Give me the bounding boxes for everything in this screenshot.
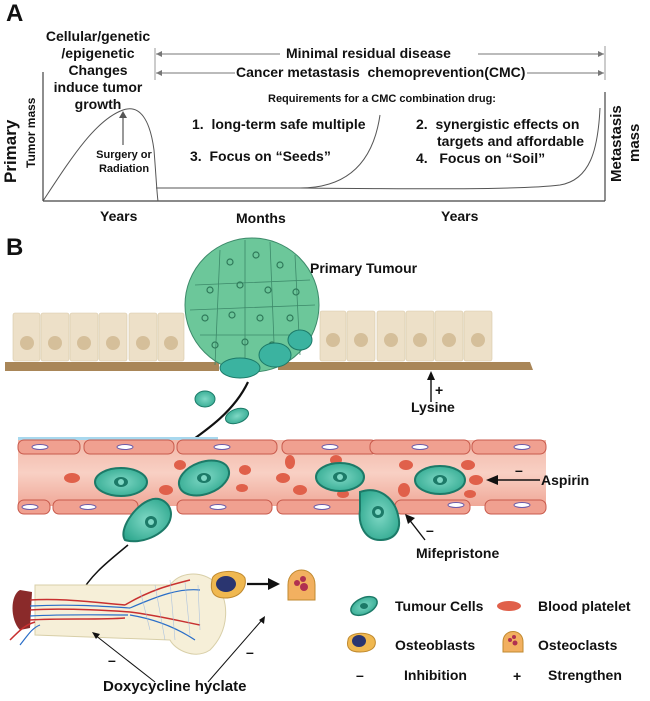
doxycycline-label: Doxycycline hyclate — [103, 678, 247, 695]
requirement-4: 4. Focus on “Soil” — [416, 150, 546, 166]
legend-strengthen: Strengthen — [548, 667, 622, 683]
legend-blood-platelet: Blood platelet — [538, 598, 631, 614]
x-label-years-2: Years — [441, 208, 479, 224]
primary-tumour-label: Primary Tumour — [310, 260, 418, 276]
surgery-arrow-icon — [119, 111, 127, 118]
arrow-left-icon — [156, 70, 162, 76]
doxycycline-sign-left: – — [108, 652, 116, 668]
osteoblast — [210, 571, 246, 599]
legend-osteoblasts: Osteoblasts — [395, 637, 476, 653]
primary-tumor-curve — [42, 108, 159, 202]
requirement-2: 2. synergistic effects on targets and af… — [416, 116, 585, 149]
x-label-years-1: Years — [100, 208, 138, 224]
arrow-left-icon — [156, 51, 162, 57]
basement-membrane-right — [278, 362, 533, 370]
minimal-residual-label: Minimal residual disease — [286, 45, 451, 61]
aspirin-sign: – — [515, 462, 523, 478]
mifepristone-sign: – — [426, 522, 434, 538]
osteoclast-icon — [502, 631, 524, 653]
panel-b-label: B — [6, 234, 24, 261]
left-annotation: Cellular/genetic /epigenetic Changes ind… — [38, 28, 158, 113]
mifepristone-label: Mifepristone — [416, 545, 500, 561]
surgery-label: Surgery or Radiation — [96, 149, 152, 175]
primary-tumour-mass — [184, 237, 320, 379]
legend-inhibition: Inhibition — [404, 667, 467, 683]
doxycycline-arrow-icon — [259, 616, 265, 624]
basement-membrane-left — [5, 362, 219, 371]
blood-platelet-icon — [497, 601, 521, 611]
tumour-cell — [194, 390, 216, 408]
annotation-line: growth — [74, 96, 122, 112]
requirement-3: 3. Focus on “Seeds” — [190, 148, 331, 164]
lysine-sign: + — [435, 382, 444, 398]
legend-osteoclasts: Osteoclasts — [538, 637, 618, 653]
metastasis-curve-2 — [299, 107, 601, 190]
aspirin-arrow-icon — [486, 475, 498, 485]
doxycycline-arrow-icon — [92, 632, 100, 639]
tumour-cell — [224, 407, 250, 425]
aspirin-label: Aspirin — [541, 472, 590, 488]
annotation-line: Changes — [68, 62, 128, 78]
lysine-arrow-icon — [427, 371, 435, 380]
requirement-1: 1. long-term safe multiple — [192, 116, 366, 132]
x-label-months: Months — [236, 210, 286, 226]
mifepristone-arrow-icon — [405, 514, 415, 524]
legend-plus-icon: + — [513, 668, 522, 684]
lysine-label: Lysine — [411, 399, 455, 415]
annotation-line: induce tumor — [53, 79, 143, 95]
panel-a-label: A — [6, 0, 24, 27]
bone-illustration — [9, 573, 227, 655]
differentiation-arrow-icon — [268, 578, 280, 590]
annotation-line: Cellular/genetic — [45, 28, 151, 44]
metastasis-curve-1 — [299, 114, 381, 189]
blood-vessel — [17, 437, 547, 515]
doxycycline-sign-right: – — [246, 644, 254, 660]
osteoclast — [287, 569, 316, 601]
requirements-title: Requirements for a CMC combination drug: — [268, 93, 496, 105]
panel-a-graph — [42, 46, 606, 202]
legend-tumour-cells: Tumour Cells — [395, 598, 484, 614]
arrow-right-icon — [598, 51, 604, 57]
legend-minus-icon: – — [356, 667, 364, 683]
circulating-tumour-cells — [94, 459, 466, 543]
arrow-right-icon — [598, 70, 604, 76]
tumour-cell-icon — [350, 595, 378, 617]
cmc-label: Cancer metastasis chemoprevention(CMC) — [236, 64, 526, 80]
annotation-line: /epigenetic — [61, 45, 135, 61]
osteoblast-icon — [347, 632, 376, 653]
